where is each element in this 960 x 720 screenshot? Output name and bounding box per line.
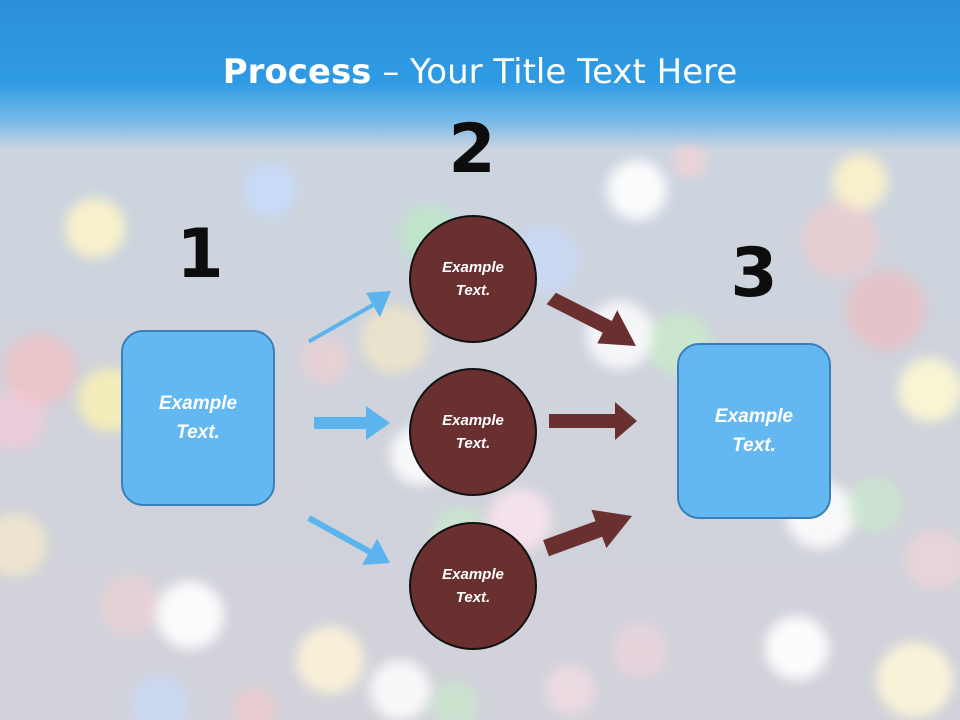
step-2-text-bottom: Example Text. [442, 566, 504, 606]
step-2-circle-middle: Example Text. [409, 368, 537, 496]
step-3-box: Example Text. [677, 343, 831, 519]
step-1-text: Example Text. [158, 393, 238, 443]
arrow-1-to-bottom [307, 515, 390, 565]
title-bar [0, 0, 960, 150]
arrow-1-to-middle [314, 406, 390, 440]
step-2-circle-top: Example Text. [409, 215, 537, 343]
arrow-bottom-to-3 [543, 509, 632, 557]
step-2-text-middle: Example Text. [442, 412, 504, 452]
step-1-box: Example Text. [121, 330, 275, 506]
step-number-1: 1 [176, 215, 224, 294]
title-bold: Process [222, 52, 372, 92]
step-2-text-top: Example Text. [442, 259, 504, 299]
title-rest: – Your Title Text Here [371, 52, 738, 92]
step-number-2: 2 [448, 110, 496, 189]
step-number-3: 3 [730, 234, 778, 313]
arrow-top-to-3 [546, 292, 636, 346]
step-2-circle-bottom: Example Text. [409, 522, 537, 650]
arrow-1-to-top [308, 291, 391, 344]
arrow-middle-to-3 [549, 402, 637, 440]
slide-title: Process – Your Title Text Here [0, 52, 960, 92]
step-3-text: Example Text. [714, 406, 794, 456]
